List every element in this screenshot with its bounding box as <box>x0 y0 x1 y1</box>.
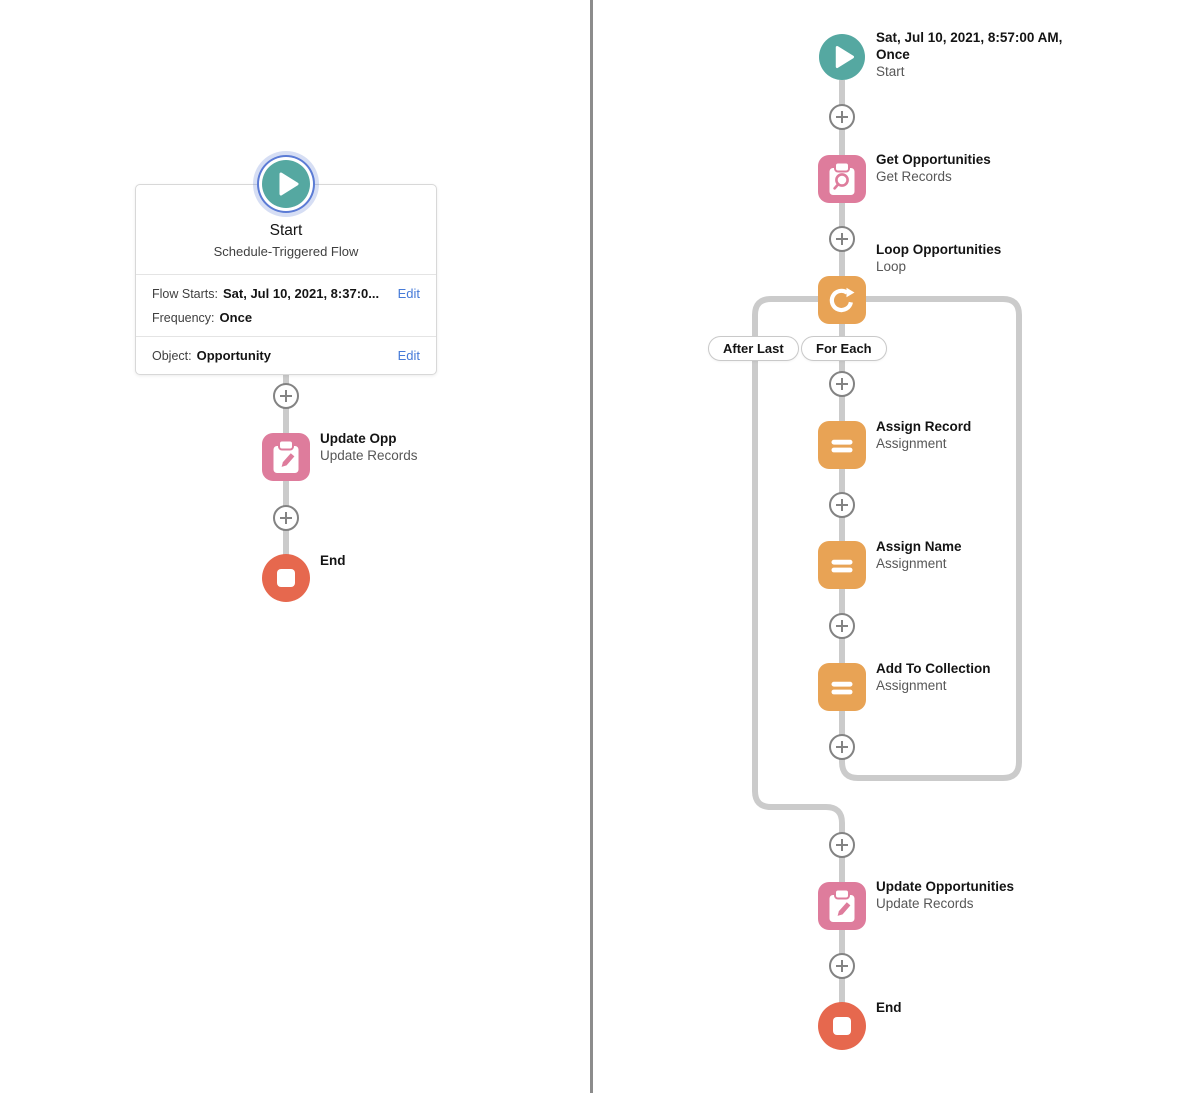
object-value: Opportunity <box>196 348 271 363</box>
end-node-right[interactable] <box>818 1002 866 1050</box>
node-subtitle: Assignment <box>876 678 947 693</box>
add-element-button[interactable] <box>829 226 855 252</box>
node-subtitle: Assignment <box>876 556 947 571</box>
start-card-title: Start <box>269 222 303 239</box>
node-title: Sat, Jul 10, 2021, 8:57:00 AM, Once <box>876 30 1063 62</box>
node-title: Get Opportunities <box>876 152 991 167</box>
node-title: Loop Opportunities <box>876 242 1002 257</box>
node-title: Update Opp <box>320 431 397 446</box>
node-subtitle: Loop <box>876 259 907 274</box>
branch-label-after-last: After Last <box>708 336 799 361</box>
add-element-button[interactable] <box>829 734 855 760</box>
update-opp-label: Update Opp Update Records <box>320 430 418 464</box>
node-title: Add To Collection <box>876 661 991 676</box>
object-label: Object: <box>152 349 192 363</box>
start-card[interactable]: Start Schedule-Triggered Flow Flow Start… <box>135 184 437 375</box>
node-title: Assign Record <box>876 419 972 434</box>
get-records-icon <box>829 161 855 195</box>
branch-label-for-each: For Each <box>801 336 887 361</box>
loop-icon <box>829 287 855 313</box>
start-card-subtitle: Schedule-Triggered Flow <box>213 244 359 259</box>
canvas-divider <box>590 0 593 1093</box>
update-opp-node[interactable] <box>262 433 310 481</box>
assignment-icon <box>831 439 853 453</box>
play-icon <box>279 172 299 196</box>
node-title: End <box>320 553 346 568</box>
edit-object-link[interactable]: Edit <box>397 348 420 363</box>
end-label-right: End <box>876 999 902 1016</box>
frequency-value: Once <box>219 310 253 325</box>
end-label-left: End <box>320 552 346 569</box>
assignment-icon <box>831 559 853 573</box>
add-element-button[interactable] <box>829 492 855 518</box>
object-section: Object: Opportunity Edit <box>136 337 436 374</box>
frequency-label: Frequency: <box>152 311 215 325</box>
node-subtitle: Assignment <box>876 436 947 451</box>
node-subtitle: Start <box>876 64 905 79</box>
add-element-button[interactable] <box>273 383 299 409</box>
assign-name-node[interactable] <box>818 541 866 589</box>
node-title: Assign Name <box>876 539 962 554</box>
stop-icon <box>833 1017 851 1035</box>
node-subtitle: Update Records <box>876 896 974 911</box>
frequency-row: Frequency: Once <box>152 310 420 325</box>
update-records-icon <box>273 439 299 473</box>
update-opportunities-label: Update Opportunities Update Records <box>876 878 1014 912</box>
update-opportunities-node[interactable] <box>818 882 866 930</box>
schedule-section: Flow Starts: Sat, Jul 10, 2021, 8:37:0..… <box>136 275 436 337</box>
update-records-icon <box>829 888 855 922</box>
end-node-left[interactable] <box>262 554 310 602</box>
node-subtitle: Get Records <box>876 169 952 184</box>
flow-starts-label: Flow Starts: <box>152 287 218 301</box>
assign-name-label: Assign Name Assignment <box>876 538 962 572</box>
stop-icon <box>277 569 295 587</box>
assign-record-label: Assign Record Assignment <box>876 418 971 452</box>
play-icon <box>835 45 854 69</box>
loop-opportunities-node[interactable] <box>818 276 866 324</box>
start-node-left[interactable] <box>262 160 310 208</box>
flow-starts-value: Sat, Jul 10, 2021, 8:37:0... <box>223 286 380 301</box>
start-label-right: Sat, Jul 10, 2021, 8:57:00 AM, Once Star… <box>876 29 1074 80</box>
add-element-button[interactable] <box>829 104 855 130</box>
add-element-button[interactable] <box>829 613 855 639</box>
node-title: Update Opportunities <box>876 879 1014 894</box>
get-opportunities-node[interactable] <box>818 155 866 203</box>
add-to-collection-node[interactable] <box>818 663 866 711</box>
add-element-button[interactable] <box>273 505 299 531</box>
add-element-button[interactable] <box>829 371 855 397</box>
add-element-button[interactable] <box>829 953 855 979</box>
node-subtitle: Update Records <box>320 448 418 463</box>
start-card-header: Start Schedule-Triggered Flow <box>136 185 436 275</box>
assign-record-node[interactable] <box>818 421 866 469</box>
add-element-button[interactable] <box>829 832 855 858</box>
add-to-collection-label: Add To Collection Assignment <box>876 660 991 694</box>
flow-starts-row: Flow Starts: Sat, Jul 10, 2021, 8:37:0..… <box>152 286 420 301</box>
start-node-right[interactable] <box>819 34 865 80</box>
loop-opportunities-label: Loop Opportunities Loop <box>876 241 1001 275</box>
assignment-icon <box>831 681 853 695</box>
object-row: Object: Opportunity Edit <box>152 348 420 363</box>
get-opportunities-label: Get Opportunities Get Records <box>876 151 991 185</box>
node-title: End <box>876 1000 902 1015</box>
edit-schedule-link[interactable]: Edit <box>397 286 420 301</box>
